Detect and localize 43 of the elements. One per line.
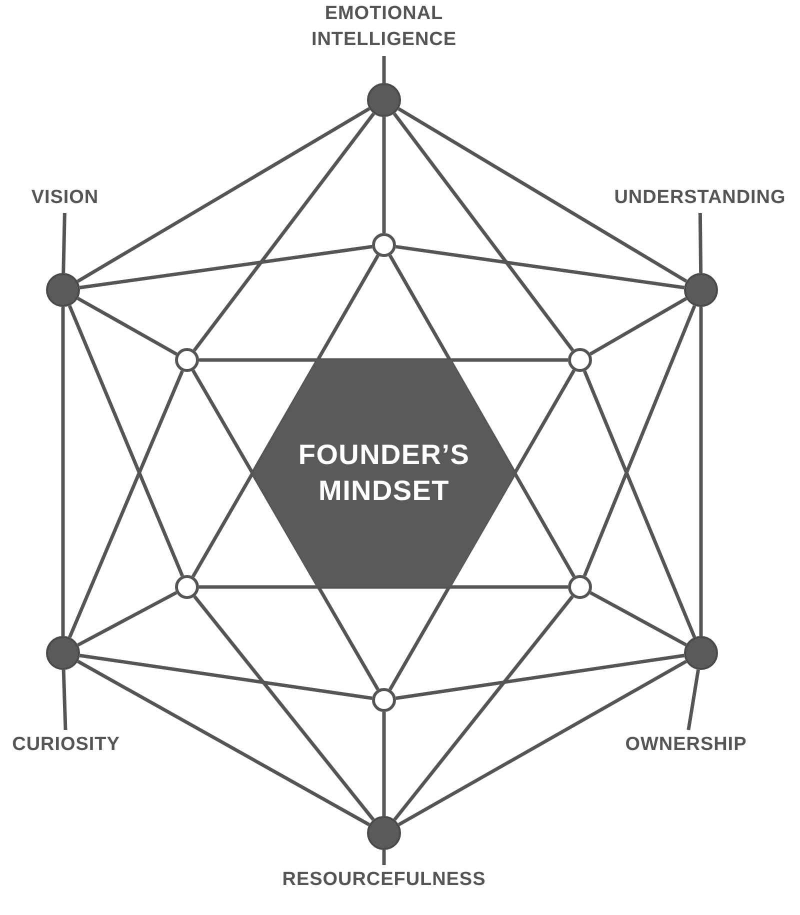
connector-line [77, 591, 178, 647]
trait-label: VISION [15, 185, 115, 211]
connector-line [80, 244, 372, 290]
connector-line [76, 296, 178, 356]
connector-line [396, 654, 684, 700]
connector-line [199, 585, 568, 589]
connector-line [396, 244, 684, 290]
connector-line [192, 112, 376, 352]
connector-line [582, 305, 696, 577]
connector-line [76, 107, 370, 283]
connector-line [686, 670, 700, 730]
connector-line [699, 307, 703, 636]
connector-line [68, 370, 184, 638]
connector-line [68, 305, 184, 577]
connector-line [698, 212, 703, 274]
connector-line [382, 56, 386, 83]
trait-label: EMOTIONAL INTELLIGENCE [284, 0, 484, 54]
connector-line [382, 117, 386, 233]
connector-line [61, 307, 65, 636]
connector-line [393, 595, 574, 821]
connector-line [199, 358, 568, 362]
connector-line [392, 112, 574, 352]
connector-line [382, 850, 386, 865]
trait-label: OWNERSHIP [616, 732, 756, 758]
connector-line [62, 212, 66, 274]
hexagon-node [253, 360, 515, 586]
connector-line [191, 254, 380, 578]
connector-line [388, 370, 576, 690]
connector-line [582, 370, 696, 638]
connector-line [382, 712, 386, 816]
connector-line [80, 654, 372, 700]
trait-label: RESOURCEFULNESS [264, 867, 504, 893]
connector-line [590, 591, 687, 646]
connector-line [398, 107, 688, 283]
connector-line [62, 670, 68, 730]
connector-line [76, 660, 370, 826]
trait-label: UNDERSTANDING [602, 185, 798, 211]
connector-line [192, 370, 380, 690]
hexagon-title: FOUNDER’S MINDSET [297, 438, 471, 508]
connector-line [388, 254, 576, 578]
trait-label: CURIOSITY [0, 732, 132, 758]
connector-line [193, 595, 375, 821]
connector-line [398, 660, 688, 826]
